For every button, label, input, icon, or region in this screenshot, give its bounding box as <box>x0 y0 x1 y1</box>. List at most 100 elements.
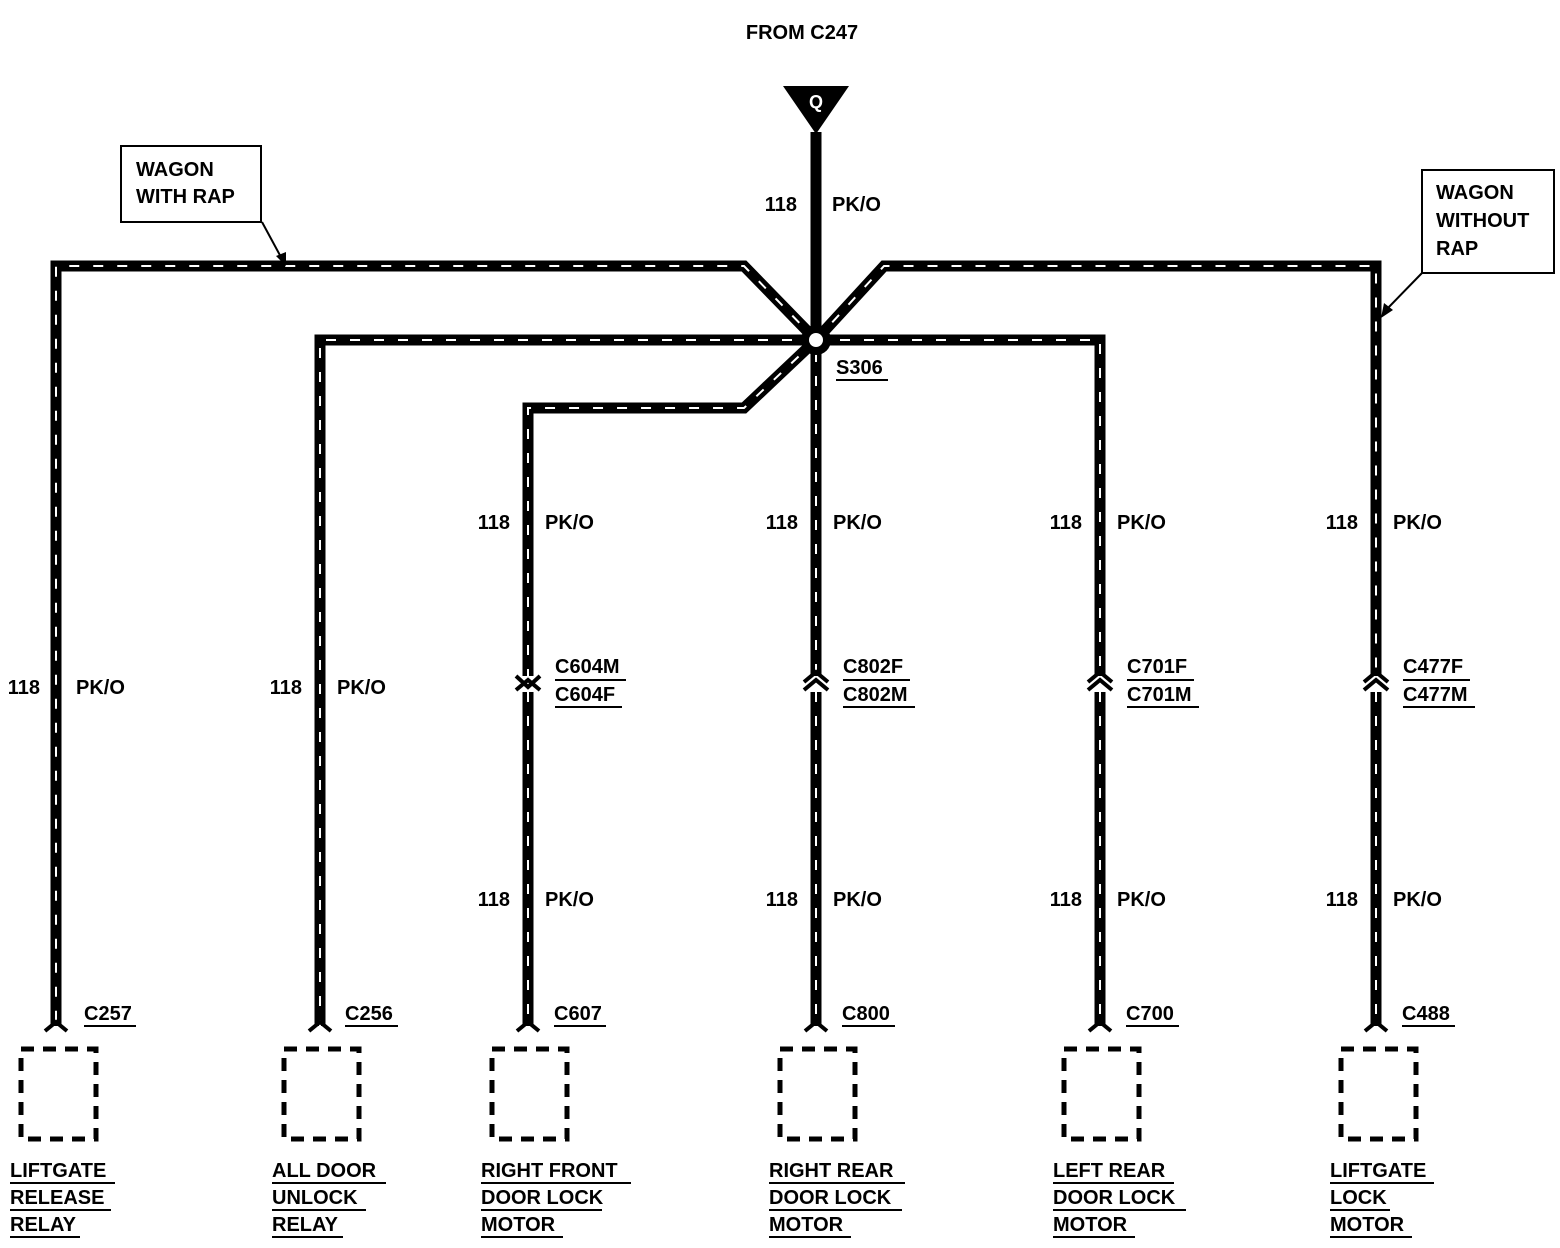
source-pin-label: Q <box>809 92 823 112</box>
svg-text:ALL DOOR: ALL DOOR <box>272 1160 377 1182</box>
inline-connector-label: C701F C701M <box>1127 656 1199 708</box>
svg-text:LIFTGATE: LIFTGATE <box>10 1160 106 1182</box>
terminal-connector-icon <box>515 1019 541 1033</box>
svg-text:C257: C257 <box>84 1003 132 1025</box>
component-box <box>777 1046 858 1142</box>
inline-connector-icon <box>514 674 542 692</box>
terminal-connector-icon <box>1087 1019 1113 1033</box>
svg-text:DOOR LOCK: DOOR LOCK <box>481 1187 604 1209</box>
component-box <box>489 1046 570 1142</box>
svg-text:RELEASE: RELEASE <box>10 1187 104 1209</box>
component-box <box>1338 1046 1419 1142</box>
inline-connector-label: C604M C604F <box>555 656 626 708</box>
source-label: FROM C247 <box>746 22 858 44</box>
branch-right-front-door-lock-motor: 118 PK/O C604M C604F 118 PK/O C607 RIGHT… <box>478 512 631 1238</box>
svg-text:RELAY: RELAY <box>272 1214 339 1236</box>
component-label: RIGHT FRONT DOOR LOCK MOTOR <box>481 1160 631 1238</box>
svg-text:RIGHT FRONT: RIGHT FRONT <box>481 1160 618 1182</box>
trunk-color-label: PK/O <box>832 194 881 216</box>
component-box <box>281 1046 362 1142</box>
svg-text:C256: C256 <box>345 1003 393 1025</box>
svg-text:C604M: C604M <box>555 656 619 678</box>
svg-text:WITHOUT: WITHOUT <box>1436 210 1529 232</box>
svg-text:WITH RAP: WITH RAP <box>136 186 235 208</box>
connector-label: C700 <box>1126 1003 1179 1027</box>
branch-liftgate-release-relay: 118 PK/O C257 LIFTGATE RELEASE RELAY <box>8 677 136 1238</box>
source-connector-icon: Q <box>783 86 849 134</box>
svg-text:C607: C607 <box>554 1003 602 1025</box>
svg-text:LEFT REAR: LEFT REAR <box>1053 1160 1166 1182</box>
svg-text:C800: C800 <box>842 1003 890 1025</box>
svg-text:RAP: RAP <box>1436 238 1478 260</box>
wire-circuit-label: 118 <box>1326 512 1358 534</box>
component-box <box>1061 1046 1142 1142</box>
wire-circuit-label: 118 <box>1050 512 1082 534</box>
branch-liftgate-lock-motor: 118 PK/O C477F C477M 118 PK/O C488 LIFTG… <box>1326 512 1475 1238</box>
connector-label: C257 <box>84 1003 136 1027</box>
component-label: LEFT REAR DOOR LOCK MOTOR <box>1053 1160 1186 1238</box>
inline-connector-icon <box>802 669 830 692</box>
branch-left-rear-door-lock-motor: 118 PK/O C701F C701M 118 PK/O C700 LEFT … <box>1050 512 1199 1238</box>
svg-text:RIGHT REAR: RIGHT REAR <box>769 1160 894 1182</box>
component-label: ALL DOOR UNLOCK RELAY <box>272 1160 386 1238</box>
trunk-circuit-label: 118 <box>765 194 797 216</box>
wire-circuit-label: 118 <box>478 889 510 911</box>
svg-text:C488: C488 <box>1402 1003 1450 1025</box>
terminal-connector-icon <box>307 1019 333 1033</box>
wire-color-label: PK/O <box>76 677 125 699</box>
svg-text:C604F: C604F <box>555 684 615 706</box>
terminal-connector-icon <box>803 1019 829 1033</box>
callout-wagon-without-rap: WAGON WITHOUT RAP <box>1381 169 1555 318</box>
splice-icon <box>801 325 831 355</box>
component-label: RIGHT REAR DOOR LOCK MOTOR <box>769 1160 905 1238</box>
wire-circuit-label: 118 <box>1326 889 1358 911</box>
svg-text:LIFTGATE: LIFTGATE <box>1330 1160 1426 1182</box>
inline-connector-label: C477F C477M <box>1403 656 1475 708</box>
terminal-connector-icon <box>43 1019 69 1033</box>
inline-connector-icon <box>1362 669 1390 692</box>
connector-label: C256 <box>345 1003 398 1027</box>
svg-text:S306: S306 <box>836 357 883 379</box>
wire-color-label: PK/O <box>1393 512 1442 534</box>
svg-text:MOTOR: MOTOR <box>1330 1214 1405 1236</box>
inline-connector-icon <box>1086 669 1114 692</box>
branch-right-rear-door-lock-motor: 118 PK/O C802F C802M 118 PK/O C800 RIGHT… <box>766 512 915 1238</box>
component-label: LIFTGATE RELEASE RELAY <box>10 1160 115 1238</box>
wire-color-label: PK/O <box>833 889 882 911</box>
wire-circuit-label: 118 <box>766 512 798 534</box>
wire-liftgate-release-relay <box>50 260 820 1026</box>
wire-color-label: PK/O <box>545 889 594 911</box>
inline-connector-label: C802F C802M <box>843 656 915 708</box>
svg-text:WAGON: WAGON <box>1436 182 1514 204</box>
svg-text:UNLOCK: UNLOCK <box>272 1187 358 1209</box>
wires <box>50 132 1382 1026</box>
svg-text:C701M: C701M <box>1127 684 1191 706</box>
connector-label: C800 <box>842 1003 895 1027</box>
wire-circuit-label: 118 <box>478 512 510 534</box>
svg-text:LOCK: LOCK <box>1330 1187 1387 1209</box>
svg-text:RELAY: RELAY <box>10 1214 77 1236</box>
wire-color-label: PK/O <box>833 512 882 534</box>
splice-label: S306 <box>836 357 888 381</box>
wire-color-label: PK/O <box>545 512 594 534</box>
branch-all-door-unlock-relay: 118 PK/O C256 ALL DOOR UNLOCK RELAY <box>270 677 398 1238</box>
terminal-connector-icon <box>1363 1019 1389 1033</box>
wire-circuit-label: 118 <box>8 677 40 699</box>
svg-text:C802M: C802M <box>843 684 907 706</box>
svg-text:C802F: C802F <box>843 656 903 678</box>
svg-text:C477F: C477F <box>1403 656 1463 678</box>
wire-right-front-door-lock-motor <box>522 336 820 676</box>
callout-wagon-with-rap: WAGON WITH RAP <box>120 145 286 266</box>
svg-text:DOOR LOCK: DOOR LOCK <box>1053 1187 1176 1209</box>
component-box <box>18 1046 99 1142</box>
svg-text:DOOR LOCK: DOOR LOCK <box>769 1187 892 1209</box>
wire-all-door-unlock-relay <box>314 334 816 1026</box>
wire-color-label: PK/O <box>1117 889 1166 911</box>
svg-text:C477M: C477M <box>1403 684 1467 706</box>
component-label: LIFTGATE LOCK MOTOR <box>1330 1160 1434 1238</box>
connector-label: C607 <box>554 1003 606 1027</box>
svg-text:MOTOR: MOTOR <box>769 1214 844 1236</box>
connector-label: C488 <box>1402 1003 1455 1027</box>
svg-text:C700: C700 <box>1126 1003 1174 1025</box>
